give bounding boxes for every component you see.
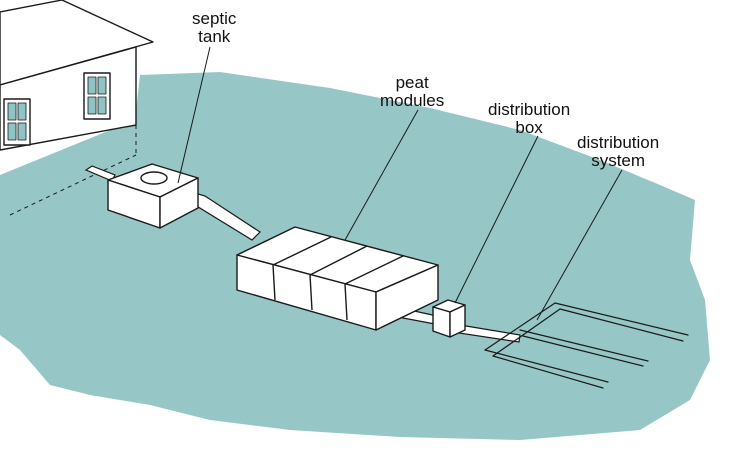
- label-peat-modules-line1: peat: [395, 73, 429, 92]
- leader-distribution-system: [536, 169, 623, 321]
- pipe-house-to-tank: [84, 165, 116, 182]
- label-distribution-box: distribution box: [488, 101, 570, 137]
- distribution-box-side: [449, 304, 466, 338]
- label-septic-tank: septic tank: [192, 10, 236, 46]
- house-window-left: [3, 98, 31, 146]
- leader-septic-tank: [177, 46, 211, 184]
- distribution-header-pipe: [484, 302, 561, 357]
- distribution-lateral-2: [519, 329, 649, 367]
- peat-modules-side: [375, 264, 439, 331]
- label-distribution-box-line1: distribution: [488, 100, 571, 119]
- label-distribution-system-line1: distribution: [577, 133, 660, 152]
- septic-tank-side: [159, 177, 199, 229]
- distribution-box: [432, 299, 466, 338]
- distribution-lateral-3: [484, 349, 609, 389]
- leader-peat-modules: [344, 109, 419, 241]
- house: [0, 0, 154, 216]
- label-distribution-system: distribution system: [577, 134, 659, 170]
- septic-tank-lid: [140, 171, 168, 185]
- label-distribution-system-line2: system: [591, 151, 646, 170]
- leader-distribution-box: [454, 135, 539, 304]
- label-septic-tank-line2: tank: [198, 27, 231, 46]
- house-foundation-dashes: [9, 125, 137, 216]
- house-window-right: [83, 72, 111, 120]
- house-roof: [0, 0, 154, 86]
- septic-tank: [107, 163, 199, 229]
- label-distribution-box-line2: box: [515, 118, 543, 137]
- peat-modules: [236, 226, 439, 331]
- label-peat-modules-line2: modules: [380, 91, 445, 110]
- label-septic-tank-line1: septic: [192, 9, 237, 28]
- peat-module-dividers: [272, 236, 404, 321]
- distribution-box-front: [432, 306, 451, 338]
- distribution-lateral-1: [554, 302, 689, 342]
- distribution-system: [484, 302, 689, 389]
- leader-lines: [177, 46, 623, 321]
- label-peat-modules: peat modules: [380, 74, 444, 110]
